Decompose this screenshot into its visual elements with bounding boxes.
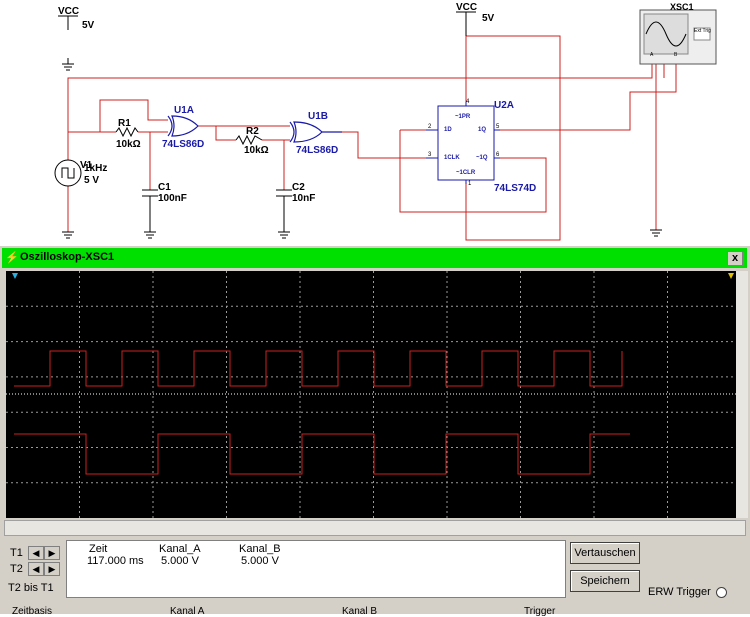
- time-value: 117.000 ms: [87, 555, 144, 567]
- u2a-pin-num-2: 2: [428, 124, 432, 130]
- t2-left-arrow-button[interactable]: ◀: [28, 562, 44, 576]
- channel-b-trace: [14, 433, 630, 475]
- u2a-pin-clk: 1CLK: [444, 155, 460, 161]
- cursor-t1-marker[interactable]: [12, 273, 18, 279]
- v1-freq: 1kHz: [84, 163, 108, 174]
- t1-right-arrow-button[interactable]: ▶: [44, 546, 60, 560]
- xsc1-ext-trig: Ext Trig: [694, 28, 711, 34]
- scope-title: Oszilloskop-XSC1: [20, 251, 115, 263]
- xsc1-name: XSC1: [670, 2, 694, 12]
- column-a-header: Kanal_A: [159, 543, 201, 555]
- u1b-name: U1B: [308, 111, 329, 122]
- u2a-pin-clr: ~1CLR: [456, 170, 476, 176]
- c1-value: 100nF: [158, 193, 187, 204]
- vertical-scrollbar[interactable]: [736, 271, 748, 518]
- u2a-pin-num-3: 3: [428, 152, 432, 158]
- channel-b-value: 5.000 V: [241, 555, 279, 567]
- vcc-left-voltage: 5V: [82, 20, 95, 31]
- u2a-pin-num-6: 6: [496, 152, 500, 158]
- u2a-pin-pre: ~1PR: [455, 114, 471, 120]
- u1a-part: 74LS86D: [162, 139, 205, 150]
- u2a-pin-num-5: 5: [496, 124, 500, 130]
- channel-a-value: 5.000 V: [161, 555, 199, 567]
- column-time-header: Zeit: [89, 543, 108, 555]
- cursor-readout-table: Zeit Kanal_A Kanal_B 117.000 ms 5.000 V …: [66, 540, 566, 598]
- t1-left-arrow-button[interactable]: ◀: [28, 546, 44, 560]
- scope-probe-icon: ⚡: [5, 252, 19, 264]
- u1b-part: 74LS86D: [296, 145, 339, 156]
- t1-label: T1: [10, 547, 23, 559]
- column-b-header: Kanal_B: [239, 543, 281, 555]
- swap-button[interactable]: Vertauschen: [570, 542, 640, 564]
- ext-trigger-radio[interactable]: [716, 587, 727, 598]
- close-button[interactable]: x: [727, 251, 743, 266]
- r2-value: 10kΩ: [244, 145, 269, 156]
- u2a-pin-q: 1Q: [478, 127, 487, 133]
- vcc-right-voltage: 5V: [482, 13, 495, 24]
- r1-value: 10kΩ: [116, 139, 141, 150]
- t2-right-arrow-button[interactable]: ▶: [44, 562, 60, 576]
- horizontal-scrollbar[interactable]: [4, 520, 746, 536]
- u2a-pin-num-1: 1: [468, 181, 472, 187]
- u2a-part: 74LS74D: [494, 183, 537, 194]
- r1-name: R1: [118, 118, 131, 129]
- r2-name: R2: [246, 126, 259, 137]
- u2a-name: U2A: [494, 100, 515, 111]
- c2-name: C2: [292, 182, 305, 193]
- channel-a-trace: [14, 350, 623, 387]
- vcc-left-label: VCC: [58, 6, 80, 17]
- ext-trigger-label: ERW Trigger: [648, 586, 711, 598]
- u2a-pin-d: 1D: [444, 127, 452, 133]
- u2a-pin-num-4: 4: [466, 99, 470, 105]
- t2-label: T2: [10, 563, 23, 575]
- xsc1-terminal-b: B: [674, 52, 678, 58]
- scope-trace-area: [6, 271, 741, 518]
- save-button[interactable]: Speichern: [570, 570, 640, 592]
- scope-display: [6, 271, 741, 518]
- u2a-pin-qn: ~1Q: [476, 155, 488, 161]
- u1a-name: U1A: [174, 105, 195, 116]
- circuit-schematic: [54, 9, 717, 241]
- v1-name: V1: [80, 160, 93, 171]
- v1-amp: 5 V: [84, 175, 100, 186]
- c1-name: C1: [158, 182, 171, 193]
- vcc-right-label: VCC: [456, 2, 478, 13]
- oscilloscope-window: ⚡ Oszilloskop-XSC1 x T1 ◀ ▶ T2 ◀ ▶ T2 bi…: [0, 244, 750, 617]
- c2-value: 10nF: [292, 193, 316, 204]
- scope-titlebar[interactable]: ⚡ Oszilloskop-XSC1 x: [2, 248, 747, 268]
- cursor-t2-marker[interactable]: [728, 273, 734, 279]
- xsc1-terminal-a: A: [650, 52, 654, 58]
- t2-minus-t1-label: T2 bis T1: [8, 582, 54, 594]
